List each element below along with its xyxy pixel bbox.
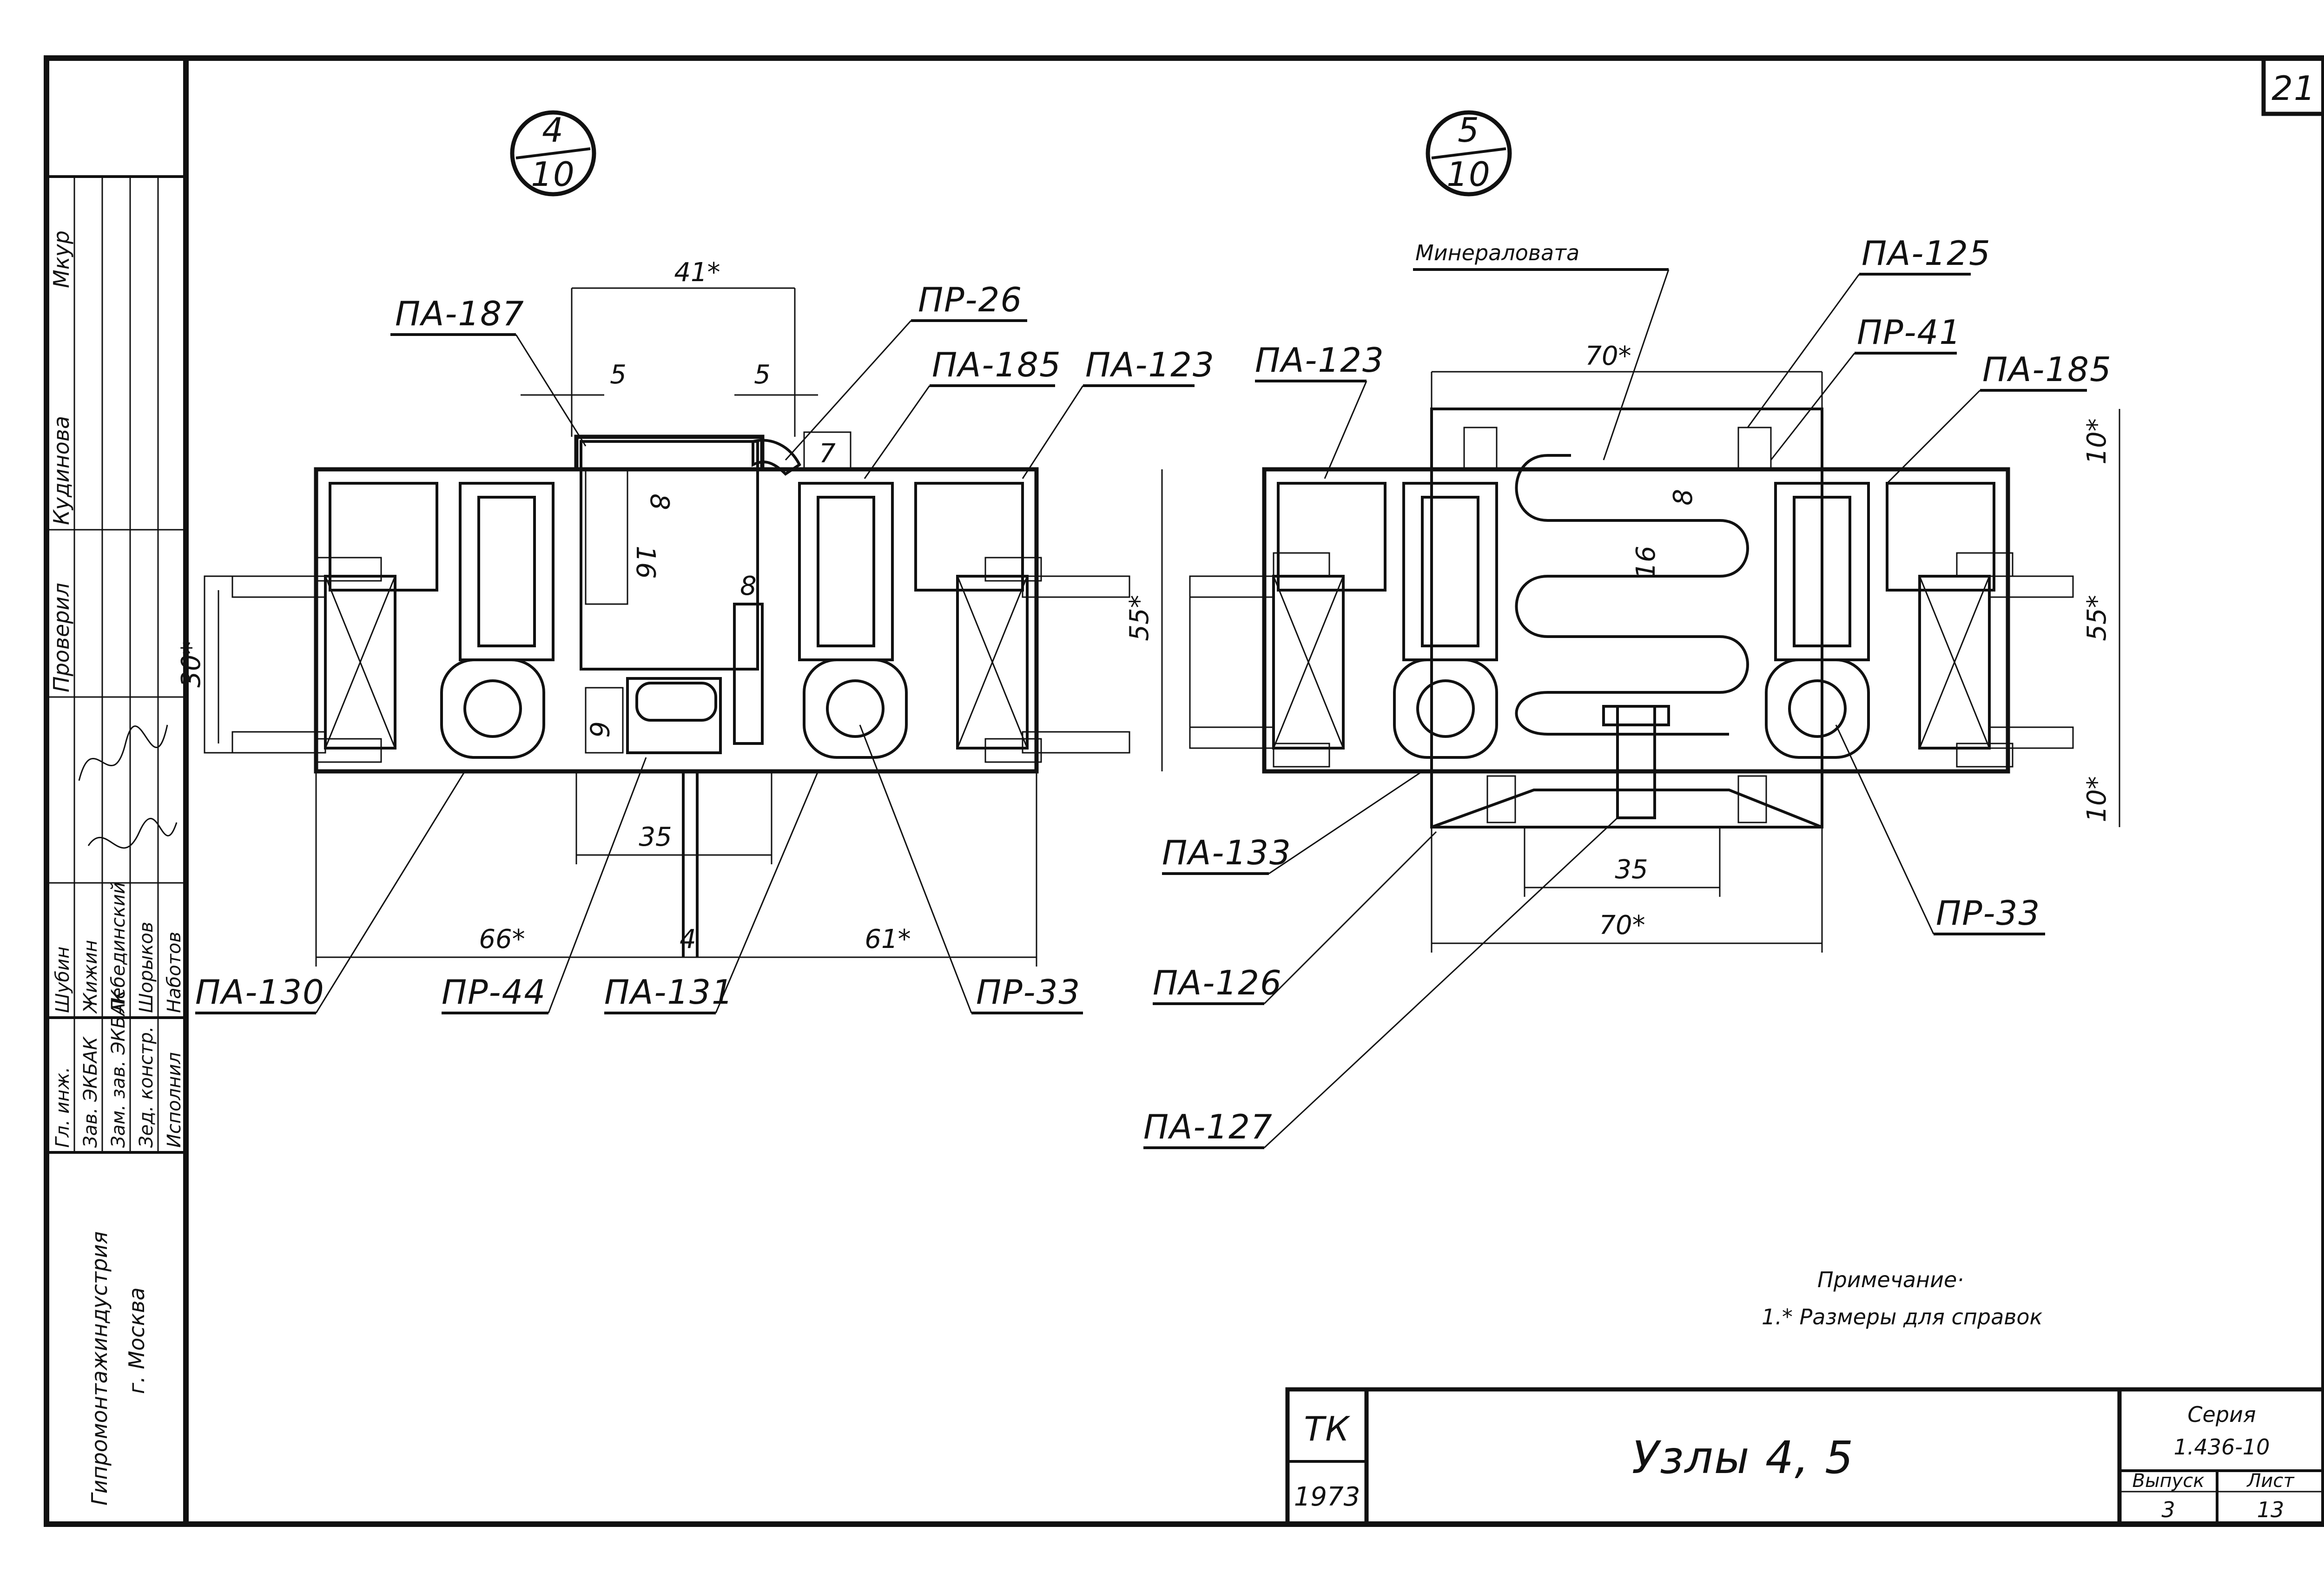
node4-dim-8a: 8 bbox=[644, 493, 674, 510]
stamp-role-3: Зед. констр. bbox=[136, 1026, 157, 1148]
node4-dim-16: 16 bbox=[630, 546, 660, 579]
node5-dim-16: 16 bbox=[1631, 546, 1661, 579]
stamp-role-4: Исполнил bbox=[164, 1052, 185, 1148]
node-4: 4 10 bbox=[176, 110, 1215, 1014]
node4-label-pr26: ПР-26 bbox=[918, 280, 1023, 319]
outer-frame bbox=[44, 55, 2324, 1527]
node5-dim-70-top: 70* bbox=[1585, 341, 1631, 371]
stamp-top-1: Кудинова bbox=[49, 416, 74, 525]
node5-label-pr41: ПР-41 bbox=[1857, 313, 1961, 352]
node4-dim-66: 66* bbox=[479, 924, 525, 954]
node5-dim-8: 8 bbox=[1668, 489, 1698, 506]
node4-callout-circle bbox=[510, 110, 596, 197]
node4-dim-6: 6 bbox=[584, 721, 614, 738]
stamp-role-2: Зам. зав. ЭКБАК bbox=[108, 989, 129, 1148]
node4-label-pa187: ПА-187 bbox=[395, 294, 525, 333]
node5-insert-frame bbox=[1430, 408, 1823, 829]
node4-callout-bottom: 10 bbox=[531, 155, 575, 194]
stamp-name-3: Шорыков bbox=[136, 922, 157, 1013]
title-year: 1973 bbox=[1294, 1482, 1360, 1512]
node4-frame-outline bbox=[314, 467, 1039, 774]
sheet-value: 13 bbox=[2257, 1497, 2284, 1522]
stamp-role-0: Гл. инж. bbox=[52, 1067, 73, 1148]
node5-pr41-block bbox=[1737, 427, 1772, 470]
node5-label-pa123: ПА-123 bbox=[1255, 341, 1385, 380]
node4-label-pr33: ПР-33 bbox=[976, 973, 1081, 1012]
note-title: Примечание· bbox=[1817, 1267, 1964, 1292]
note-line-1: 1.* Размеры для справок bbox=[1762, 1304, 2043, 1329]
stamp-top-2: Мкур bbox=[49, 230, 74, 288]
stamp-top-0: Проверил bbox=[49, 583, 74, 692]
node4-dim-7: 7 bbox=[819, 439, 836, 469]
stamp-name-2: Лебединский bbox=[108, 882, 129, 1014]
series-value: 1.436-10 bbox=[2174, 1434, 2270, 1460]
node5-label-pa133: ПА-133 bbox=[1162, 833, 1292, 872]
node5-callout-circle bbox=[1426, 110, 1512, 197]
node4-dim-4: 4 bbox=[680, 924, 696, 954]
stamp-name-1: Жижин bbox=[80, 940, 101, 1014]
node5-label-pa127: ПА-127 bbox=[1143, 1107, 1273, 1146]
stamp-role-1: Зав. ЭКБАК bbox=[80, 1036, 101, 1148]
node5-dim-55: 55* bbox=[2082, 595, 2112, 641]
node4-dim-41: 41* bbox=[674, 257, 720, 288]
stamp-org: Гипромонтажиндустрия bbox=[87, 1231, 112, 1506]
node4-label-pr44: ПР-44 bbox=[442, 973, 546, 1012]
title-block: ТК 1973 Узлы 4, 5 Серия 1.436-10 Выпуск … bbox=[1285, 1387, 2324, 1526]
node5-label-pa125: ПА-125 bbox=[1862, 234, 1991, 273]
node4-dim-35: 35 bbox=[639, 822, 672, 852]
stamp-name-0: Шубин bbox=[52, 947, 73, 1013]
stamp-name-4: Наботов bbox=[164, 932, 185, 1013]
node5-dim-10-top: 10* bbox=[2082, 418, 2112, 464]
node4-label-pa131: ПА-131 bbox=[604, 973, 734, 1012]
node5-dim-70-bottom: 70* bbox=[1599, 910, 1645, 941]
node4-pr26-seal bbox=[752, 439, 801, 476]
node4-right-seal bbox=[803, 658, 908, 759]
node5-dim-10-bottom: 10* bbox=[2082, 776, 2112, 822]
node4-callout-top: 4 bbox=[542, 111, 564, 150]
sheet-number: 21 bbox=[2271, 69, 2316, 108]
node-5: 5 10 bbox=[1143, 110, 2120, 1149]
node4-dim-55: 55* bbox=[1124, 595, 1155, 641]
signature-mark-2 bbox=[87, 818, 178, 849]
node4-dim-61: 61* bbox=[865, 924, 911, 954]
node4-label-pa185: ПА-185 bbox=[932, 345, 1062, 384]
node5-dim-35: 35 bbox=[1615, 855, 1648, 885]
title-code: ТК bbox=[1304, 1409, 1350, 1448]
stamp-city: г. Москва bbox=[124, 1287, 149, 1394]
node4-mullion bbox=[580, 440, 759, 671]
node5-pa127-cover bbox=[1431, 789, 1823, 829]
series-label: Серия bbox=[2187, 1402, 2256, 1427]
side-stamp: Гипромонтажиндустрия г. Москва Гл. инж. … bbox=[46, 175, 186, 1506]
drawing-title: Узлы 4, 5 bbox=[1632, 1432, 1854, 1484]
signature-mark bbox=[78, 724, 168, 781]
node4-dim-8b: 8 bbox=[740, 571, 757, 601]
sheet-label: Лист bbox=[2246, 1470, 2295, 1492]
node5-label-pa185: ПА-185 bbox=[1982, 350, 2112, 389]
issue-label: Выпуск bbox=[2133, 1470, 2205, 1492]
node4-left-seal bbox=[440, 658, 545, 759]
node4-dim-5a: 5 bbox=[610, 360, 627, 390]
node5-label-mineralovata: Минераловата bbox=[1415, 240, 1579, 265]
node4-dim-30: 30* bbox=[176, 641, 206, 687]
node5-label-pr33: ПР-33 bbox=[1936, 894, 2040, 933]
node5-callout-top: 5 bbox=[1458, 111, 1480, 150]
issue-value: 3 bbox=[2161, 1497, 2175, 1522]
node4-label-pa130: ПА-130 bbox=[195, 973, 325, 1012]
node4-dim-5b: 5 bbox=[754, 360, 771, 390]
node5-callout-bottom: 10 bbox=[1446, 155, 1491, 194]
node5-mineral-wool bbox=[1515, 454, 1749, 736]
sheet-number-box bbox=[2261, 56, 2324, 116]
node4-label-pa123: ПА-123 bbox=[1085, 345, 1215, 384]
node5-label-pa126: ПА-126 bbox=[1153, 963, 1282, 1002]
node4-pr44-gasket bbox=[626, 677, 722, 754]
